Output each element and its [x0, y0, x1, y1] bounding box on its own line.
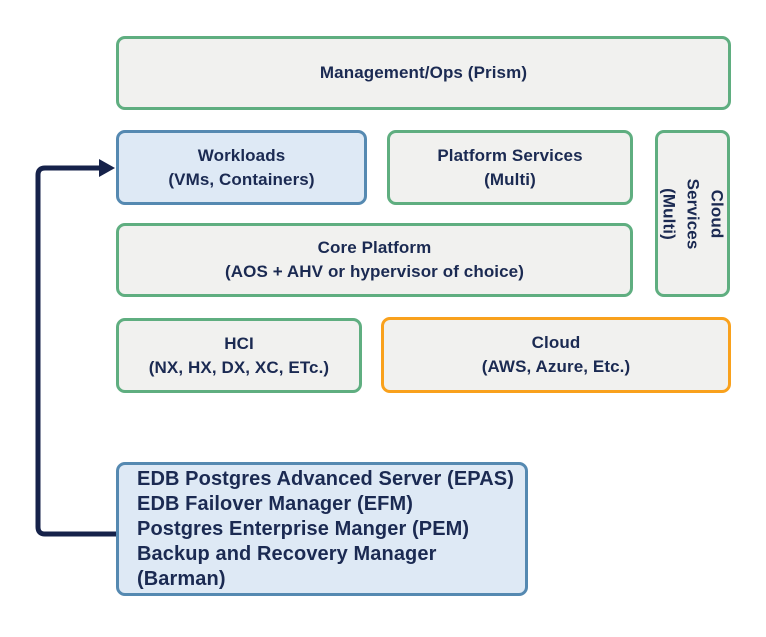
platform-services-box: Platform Services (Multi) [387, 130, 633, 205]
management-ops-box: Management/Ops (Prism) [116, 36, 731, 110]
edb-stack-line: EDB Failover Manager (EFM) [137, 492, 413, 515]
hci-box: HCI (NX, HX, DX, XC, ETc.) [116, 318, 362, 393]
cloud-services-vertical-label: Cloud Services (Multi) [657, 178, 729, 249]
management-ops-label: Management/Ops (Prism) [319, 63, 528, 82]
cloud-services-label-line1: Cloud Services [683, 178, 727, 249]
workloads-label-line2: (VMs, Containers) [168, 169, 315, 189]
edb-stack-line: Postgres Enterprise Manger (PEM) [137, 517, 470, 540]
cloud-label-line2: (AWS, Azure, Etc.) [481, 357, 631, 376]
hci-label-line1: HCI [224, 333, 254, 353]
workloads-label-line1: Workloads [197, 145, 286, 165]
core-platform-label-line1: Core Platform [317, 238, 432, 257]
edb-stack-line: EDB Postgres Advanced Server (EPAS) [137, 467, 514, 490]
core-platform-box: Core Platform (AOS + AHV or hypervisor o… [116, 223, 633, 297]
edb-stack-box: EDB Postgres Advanced Server (EPAS) EDB … [116, 462, 528, 596]
core-platform-label-line2: (AOS + AHV or hypervisor of choice) [224, 262, 525, 281]
arrow-line [35, 165, 116, 537]
edb-stack-line: Backup and Recovery Manager (Barman) [137, 542, 437, 590]
arrow-head-icon [99, 159, 115, 177]
cloud-services-label-line2: (Multi) [659, 187, 679, 240]
cloud-label-line1: Cloud [531, 333, 581, 352]
hci-label-line2: (NX, HX, DX, XC, ETc.) [148, 357, 330, 377]
workloads-box: Workloads (VMs, Containers) [116, 130, 367, 205]
platform-services-label-line1: Platform Services [437, 145, 583, 165]
cloud-services-box: Cloud Services (Multi) [655, 130, 730, 297]
platform-services-label-line2: (Multi) [484, 169, 536, 189]
cloud-box: Cloud (AWS, Azure, Etc.) [381, 317, 731, 393]
